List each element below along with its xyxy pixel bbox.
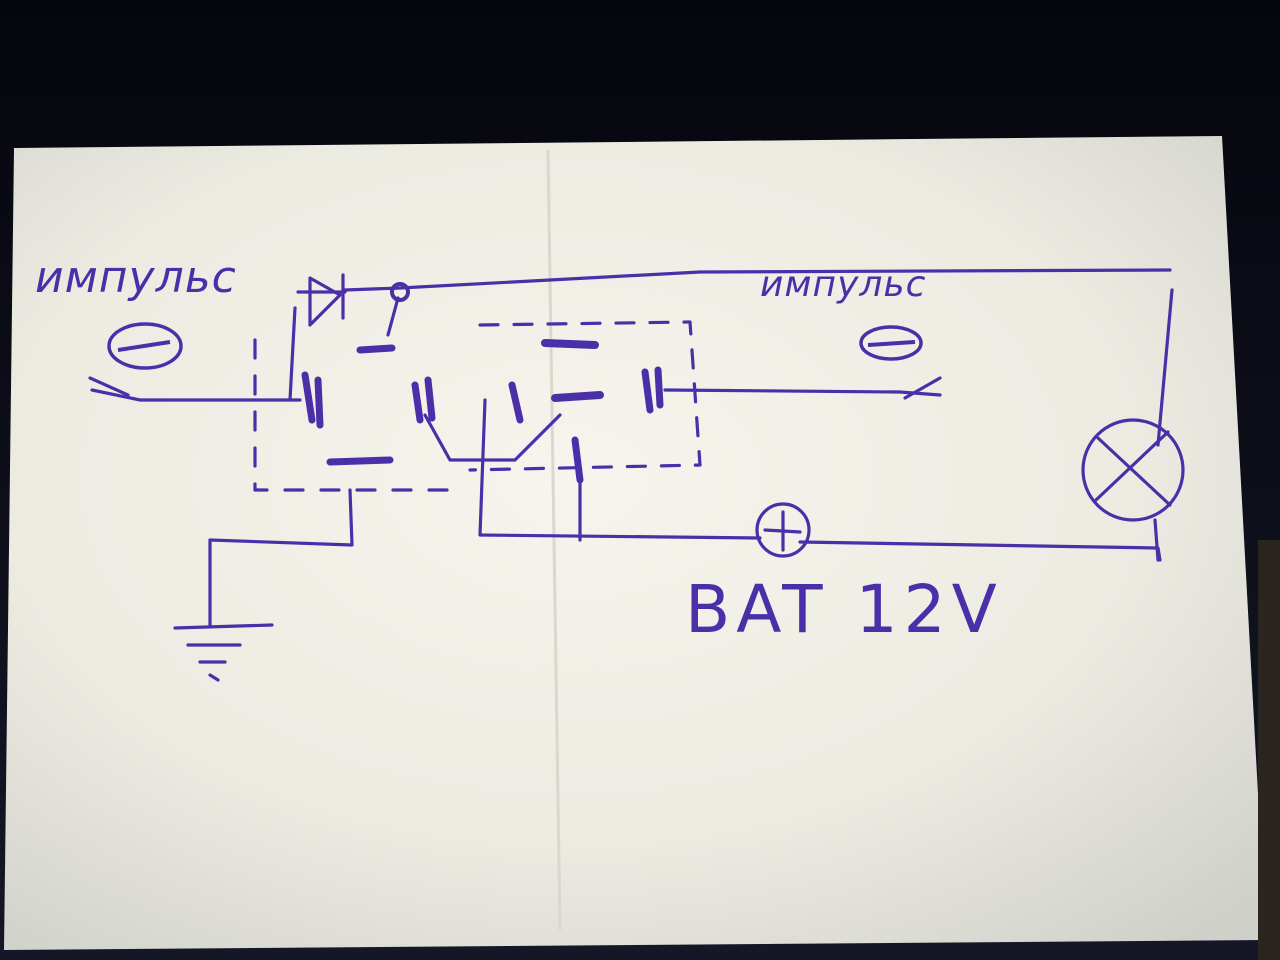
- left-input-wire: [90, 388, 302, 402]
- battery-plus-circle: [755, 502, 811, 558]
- pulse-label-right: импульс: [760, 264, 926, 305]
- diode-symbol: [288, 273, 347, 402]
- battery-label: BAT 12V: [685, 571, 1003, 648]
- ground-wire: [208, 488, 354, 627]
- minus-left-group: [107, 322, 183, 370]
- paper-sheet: [4, 136, 1266, 950]
- relay-dashed-box: [253, 338, 462, 492]
- top-wire: [343, 268, 1172, 292]
- minus-right-group: [859, 325, 923, 361]
- junction-dot: [390, 282, 410, 302]
- desk-edge: [1258, 540, 1280, 960]
- right-wire: [1156, 288, 1174, 447]
- pulse-label-left: импульс: [35, 252, 237, 303]
- lamp-symbol: [1081, 418, 1185, 562]
- right-output-wire: [663, 388, 942, 397]
- ground-symbol: [173, 623, 274, 682]
